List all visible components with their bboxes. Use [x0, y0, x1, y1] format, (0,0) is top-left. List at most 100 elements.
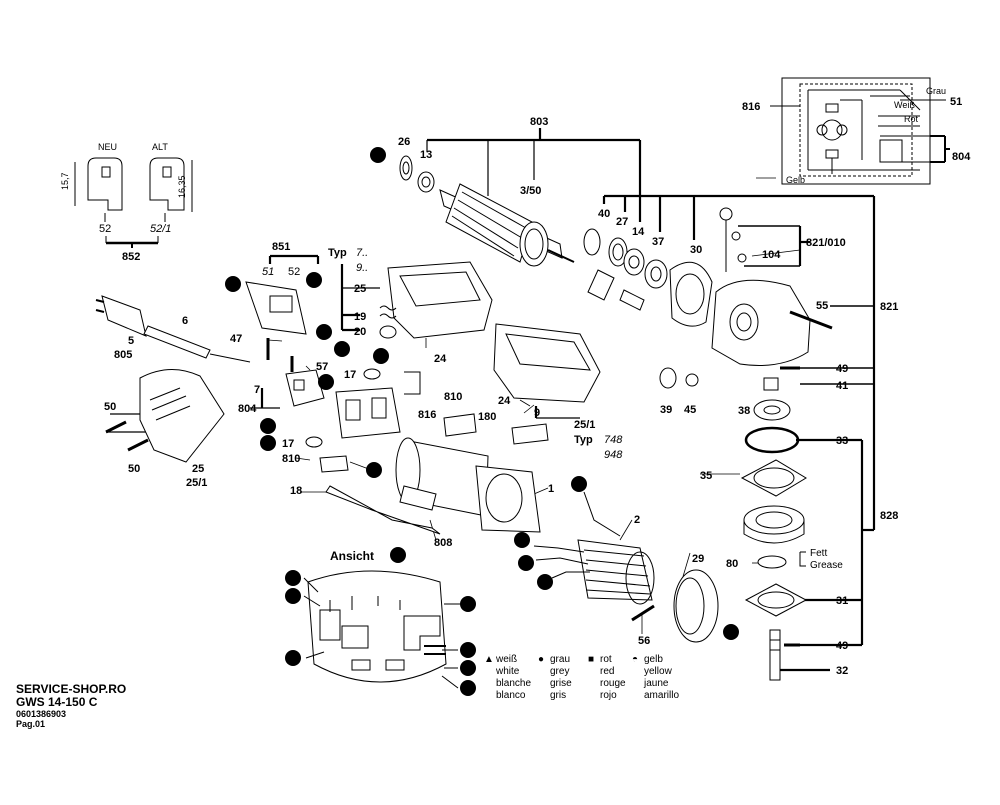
marker-b-wire: B	[575, 480, 582, 491]
marker-x-ansicht: X	[394, 551, 401, 562]
wiring-diagram	[770, 77, 950, 185]
handle-cover	[139, 368, 225, 463]
typ-748-label: 748	[604, 434, 623, 446]
wire-810a	[404, 371, 421, 395]
callout-25-left: 25	[192, 463, 204, 475]
legend-white-fr: blanche	[496, 678, 531, 689]
callout-13: 13	[420, 149, 432, 161]
alt-label: ALT	[152, 142, 168, 152]
marker-x-mid: X	[264, 422, 271, 433]
callout-17-low: 17	[282, 438, 294, 450]
part-30	[669, 261, 713, 327]
callout-50-low: 50	[128, 463, 140, 475]
legend-grey-es: gris	[550, 690, 566, 701]
grease-note: Fett Grease	[799, 548, 843, 571]
legend-grey: ● grau grey grise gris	[538, 654, 572, 701]
marker-e-wire: E	[541, 578, 548, 589]
electronics-804	[285, 369, 325, 407]
callout-31: 31	[836, 595, 848, 607]
leader-lines	[171, 177, 801, 634]
callout-5: 5	[128, 335, 134, 347]
marker-k-mid: K	[322, 378, 330, 389]
wire-grau-label: Grau	[926, 86, 946, 96]
typ-9-label: 9..	[356, 262, 368, 274]
callout-41: 41	[836, 380, 848, 392]
fett-label: Fett	[810, 548, 827, 559]
callout-810-low: 810	[282, 453, 300, 465]
legend-symbol-yellow: ◓	[632, 654, 638, 665]
switch-851	[245, 281, 307, 335]
callout-804-wiring: 804	[952, 151, 971, 163]
marker-h-mid: H	[320, 328, 327, 339]
bearing-26	[399, 155, 413, 181]
legend-grey-en: grey	[550, 666, 569, 677]
callout-47: 47	[230, 333, 242, 345]
callout-49-top: 49	[836, 363, 848, 375]
ansicht-title: Ansicht	[330, 549, 374, 563]
callout-37: 37	[652, 236, 664, 248]
callout-804-mid: 804	[238, 403, 257, 415]
neu-label: NEU	[98, 142, 117, 152]
part-number: 0601386903	[16, 709, 67, 719]
callout-55: 55	[816, 300, 828, 312]
marker-g-ansicht: G	[464, 646, 472, 657]
callout-810-top: 810	[444, 391, 462, 403]
legend-symbol-grey: ●	[538, 654, 544, 665]
motor-housing	[395, 437, 541, 533]
housing-shell-25	[387, 261, 493, 339]
marker-g-mid: G	[370, 466, 378, 477]
callout-14: 14	[632, 226, 645, 238]
callout-17-top: 17	[344, 369, 356, 381]
housing-shell-25-1	[493, 323, 601, 403]
typ-bottom-label: Typ	[574, 434, 593, 446]
marker-d-ansicht: D	[289, 654, 296, 665]
marker-e-ansicht: E	[464, 684, 471, 695]
nut-41	[763, 377, 779, 391]
screw-56	[631, 604, 655, 622]
pinion-39	[659, 367, 677, 389]
marker-f-ansicht: F	[289, 592, 295, 603]
callout-18: 18	[290, 485, 302, 497]
part-45	[685, 373, 699, 387]
spring-19	[379, 305, 397, 319]
legend-white-de: weiß	[495, 654, 517, 665]
marker-a-top: A	[374, 151, 381, 162]
legend-white: ▲ weiß white blanche blanco	[484, 654, 531, 701]
page-number: Pag.01	[16, 719, 46, 729]
plate-inset	[74, 157, 193, 248]
legend-yellow-de: gelb	[644, 654, 663, 665]
parts-drawings	[95, 155, 833, 681]
legend-yellow: ◓ gelb yellow jaune amarillo	[632, 654, 679, 701]
callout-labels: 803 26 13 3/50 40 27 14 37 30 821/010 10…	[104, 116, 898, 677]
wires	[533, 491, 621, 579]
callout-30: 30	[690, 244, 702, 256]
callout-180: 180	[478, 411, 496, 423]
marker-h-ansicht: H	[464, 664, 471, 675]
screw-55	[789, 310, 833, 330]
callout-851: 851	[272, 241, 290, 253]
callout-1: 1	[548, 483, 554, 495]
callout-45: 45	[684, 404, 696, 416]
marker-d-wire: D	[522, 559, 529, 570]
callout-38: 38	[738, 405, 750, 417]
callout-57: 57	[316, 361, 328, 373]
label-9	[511, 423, 549, 445]
bearing-14	[623, 248, 645, 276]
washer-40	[583, 228, 601, 256]
callout-26: 26	[398, 136, 410, 148]
legend-red: ■ rot red rouge rojo	[588, 654, 626, 701]
gear-housing	[711, 210, 811, 366]
label-180	[443, 413, 477, 437]
callout-51-switch: 51	[262, 266, 274, 278]
callout-52: 52	[99, 223, 111, 235]
color-legend: ▲ weiß white blanche blanco ● grau grey …	[484, 654, 679, 701]
callout-816-mid: 816	[418, 409, 436, 421]
part-17b	[305, 436, 323, 448]
flange-35	[740, 459, 807, 497]
callout-25-1-right: 25/1	[574, 419, 595, 431]
legend-grey-fr: grise	[550, 678, 572, 689]
callout-24-top: 24	[434, 353, 447, 365]
ansicht-view	[303, 570, 460, 689]
typ-7-label: 7..	[356, 247, 368, 259]
